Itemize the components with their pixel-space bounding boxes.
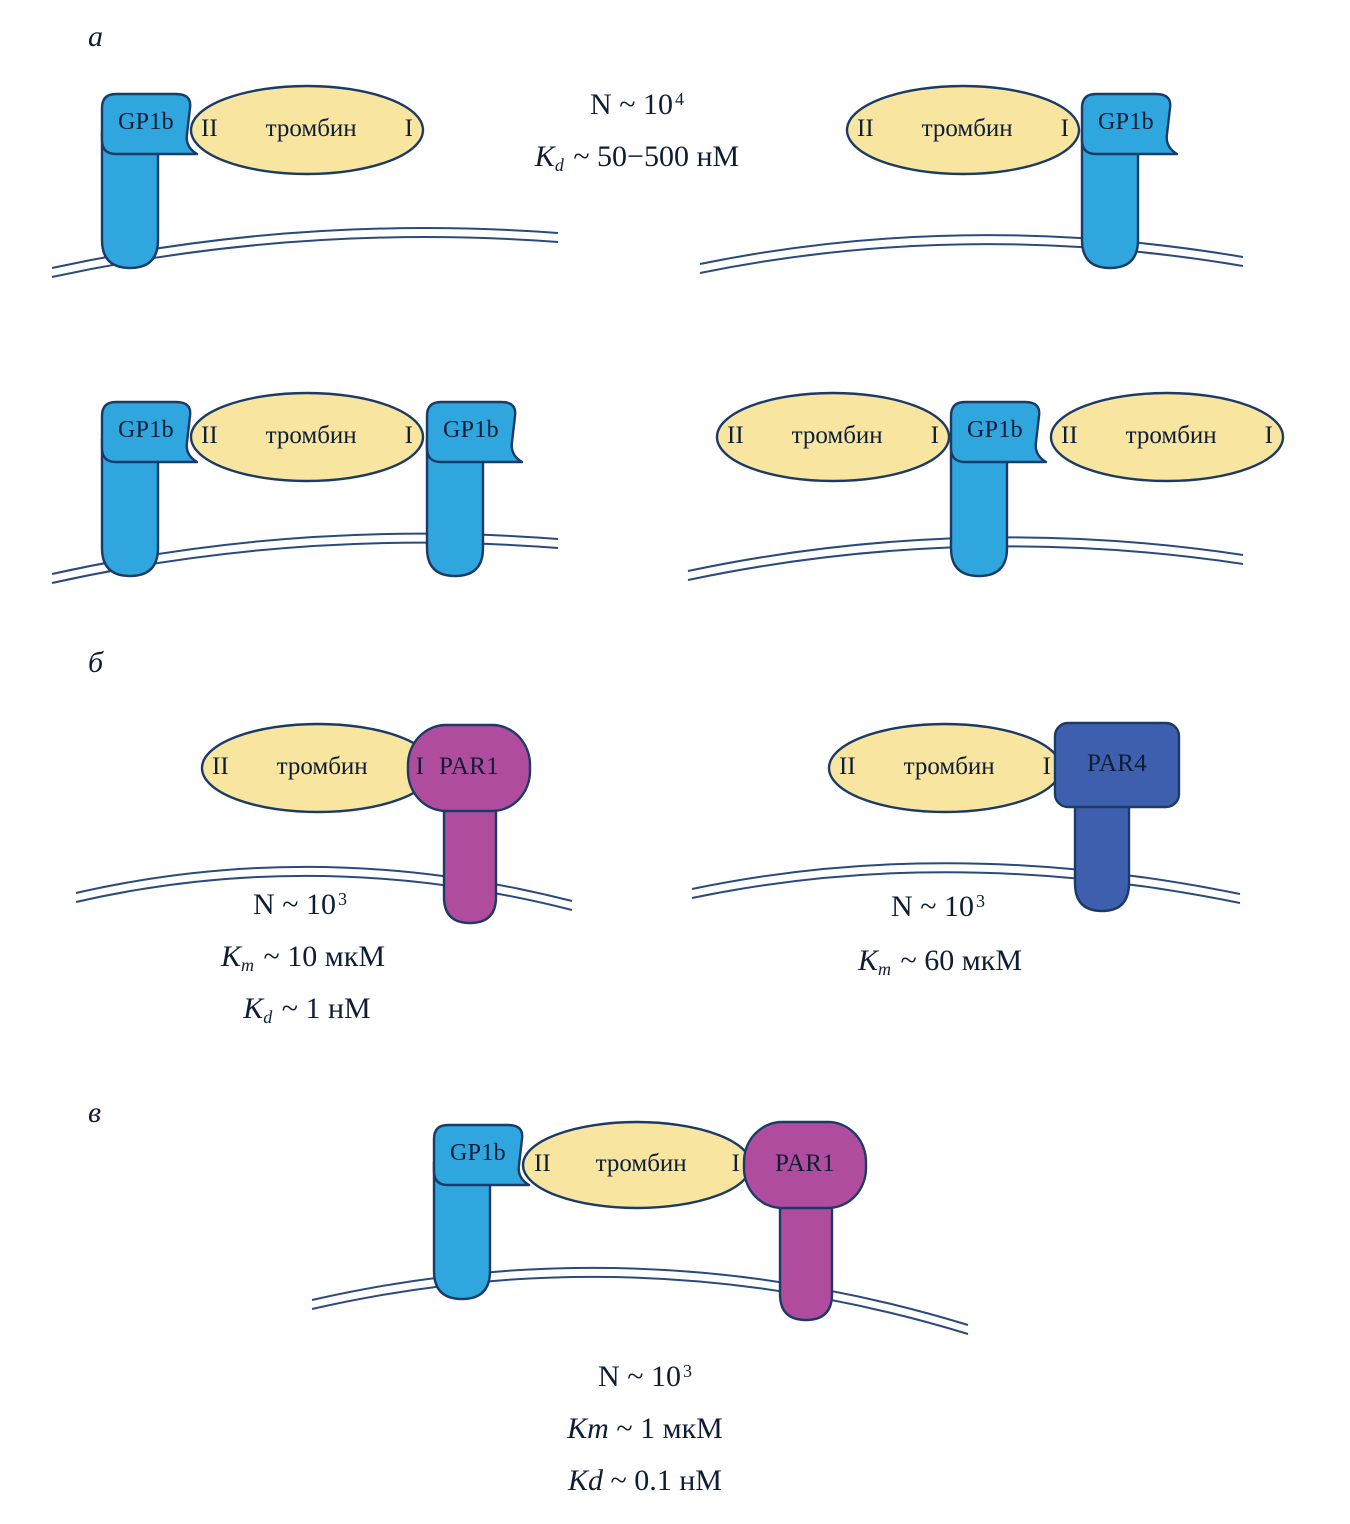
thrombin-exosite2-label: II: [727, 422, 744, 449]
thrombin-exosite2-label: II: [839, 753, 856, 780]
thrombin-name-label: тромбин: [276, 753, 368, 780]
n-base: N ~ 10: [598, 1360, 681, 1393]
km-subscript: m: [878, 959, 892, 980]
kd-symbol: K: [243, 992, 264, 1025]
thrombin-ellipse: [1049, 391, 1285, 483]
membrane-a-top-right: [699, 234, 1244, 274]
thrombin-exosite1-label: I: [1042, 753, 1051, 780]
thrombin-ellipse: [845, 84, 1081, 176]
km-symbol: K: [221, 940, 242, 973]
par1-receptor-label: PAR1: [774, 1150, 836, 1177]
membrane-b-right: [691, 862, 1241, 904]
thrombin-name-label: тромбин: [921, 115, 1013, 142]
panel-b-left-km-value: Km ~ 10 мкМ: [221, 940, 385, 976]
km-symbol: K: [858, 944, 879, 977]
thrombin-label-row: II тромбин I: [1061, 422, 1273, 450]
n-base: N ~ 10: [590, 88, 673, 121]
thrombin-name-label: тромбин: [1125, 422, 1217, 449]
thrombin-label-row: II тромбин I: [727, 422, 939, 450]
kd-symbol: K: [534, 140, 555, 173]
n-base: N ~ 10: [253, 888, 336, 921]
thrombin-exosite1-label: I: [404, 115, 413, 142]
membrane-line: [699, 234, 1244, 265]
membrane-line: [691, 862, 1241, 895]
kd-subscript: d: [263, 1007, 273, 1028]
panel-b-label: б: [88, 646, 104, 679]
thrombin-name-label: тромбин: [265, 422, 357, 449]
thrombin-exosite1-label: I: [415, 753, 424, 780]
thrombin-exosite2-label: II: [534, 1150, 551, 1177]
gp1b-receptor-label: GP1b: [1098, 109, 1154, 135]
membrane-v: [311, 1266, 969, 1335]
kd-symbol: Kd: [568, 1464, 604, 1497]
thrombin-label-row: II тромбин I: [534, 1150, 740, 1178]
thrombin-label-row: II тромбин I: [201, 422, 413, 450]
kd-value: ~ 1 нМ: [274, 992, 371, 1025]
par4-receptor-label: PAR4: [1086, 750, 1148, 777]
n-exponent: 3: [975, 891, 985, 911]
panel-v-label: в: [88, 1096, 102, 1129]
thrombin-name-label: тромбин: [265, 115, 357, 142]
thrombin-exosite2-label: II: [857, 115, 874, 142]
km-subscript: m: [241, 955, 255, 976]
thrombin-exosite1-label: I: [404, 422, 413, 449]
gp1b-receptor-label: GP1b: [118, 109, 174, 135]
thrombin-exosite1-label: I: [1060, 115, 1069, 142]
kd-subscript: d: [554, 155, 564, 176]
n-exponent: 4: [674, 89, 684, 109]
thrombin-label-row: II тромбин I: [201, 115, 413, 143]
panel-b-left-kd-value: Kd ~ 1 нМ: [243, 992, 371, 1028]
panel-v-kd-value: Kd ~ 0.1 нМ: [568, 1464, 722, 1498]
kd-value: ~ 0.1 нМ: [603, 1464, 722, 1497]
km-symbol: Km: [567, 1412, 609, 1445]
gp1b-receptor-label: GP1b: [450, 1140, 506, 1166]
thrombin-name-label: тромбин: [791, 422, 883, 449]
thrombin-name-label: тромбин: [595, 1150, 687, 1177]
thrombin-exosite1-label: I: [1264, 422, 1273, 449]
thrombin-exosite2-label: II: [1061, 422, 1078, 449]
membrane-line: [691, 871, 1241, 904]
thrombin-label-row: II тромбин I: [212, 753, 424, 781]
thrombin-exosite2-label: II: [201, 422, 218, 449]
gp1b-receptor-label: GP1b: [118, 417, 174, 443]
thrombin-ellipse: [189, 391, 425, 483]
thrombin-ellipse: [189, 84, 425, 176]
n-base: N ~ 10: [891, 890, 974, 923]
thrombin-exosite2-label: II: [212, 753, 229, 780]
kd-value: ~ 50−500 нМ: [565, 140, 740, 173]
thrombin-name-label: тромбин: [903, 753, 995, 780]
panel-b-right-km-value: Km ~ 60 мкМ: [858, 944, 1022, 980]
membrane-line: [699, 243, 1244, 274]
km-value: ~ 1 мкМ: [608, 1412, 723, 1445]
km-value: ~ 10 мкМ: [256, 940, 385, 973]
n-exponent: 3: [682, 1361, 692, 1381]
thrombin-exosite2-label: II: [201, 115, 218, 142]
par1-receptor-label: PAR1: [438, 753, 500, 780]
thrombin-exosite1-label: I: [930, 422, 939, 449]
thrombin-exosite1-label: I: [731, 1150, 740, 1177]
membrane-line: [311, 1275, 969, 1335]
gp1b-receptor-label: GP1b: [967, 417, 1023, 443]
membrane-line: [311, 1266, 969, 1326]
thrombin-ellipse: [715, 391, 951, 483]
panel-v-km-value: Km ~ 1 мкМ: [567, 1412, 723, 1446]
thrombin-label-row: II тромбин I: [857, 115, 1069, 143]
membrane-line: [75, 874, 573, 911]
gp1b-receptor-label: GP1b: [443, 417, 499, 443]
thrombin-label-row: II тромбин I: [839, 753, 1051, 781]
membrane-b-left: [75, 865, 573, 911]
panel-a-label: а: [88, 20, 103, 53]
n-exponent: 3: [337, 889, 347, 909]
membrane-line: [75, 865, 573, 902]
km-value: ~ 60 мкМ: [893, 944, 1022, 977]
panel-a-kd-value: Kd ~ 50−500 нМ: [534, 140, 740, 176]
